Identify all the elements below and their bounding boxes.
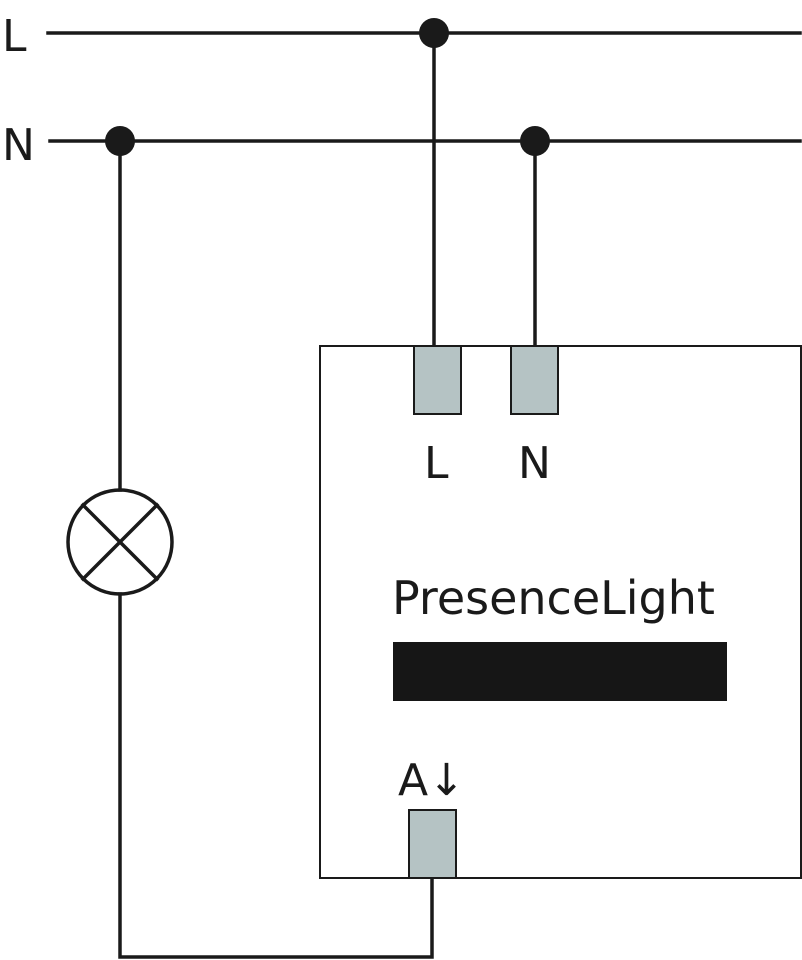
terminal-l-block [413,345,462,415]
terminal-l-label: L [424,438,449,489]
live-rail-label: L [2,11,27,62]
lamp-return-wire [118,592,434,959]
terminal-n-block [510,345,559,415]
junction-dot-icon [520,126,550,156]
lamp-icon [66,488,174,596]
device-name-label: PresenceLight [392,571,715,625]
device-housing [319,345,802,879]
terminal-n-label: N [518,438,551,489]
output-terminal-label: A↓ [398,755,465,806]
junction-dot-icon [105,126,135,156]
junction-dot-icon [419,18,449,48]
output-terminal-block [408,809,457,879]
neutral-rail-label: N [2,120,35,171]
indicator-bar [393,642,727,701]
